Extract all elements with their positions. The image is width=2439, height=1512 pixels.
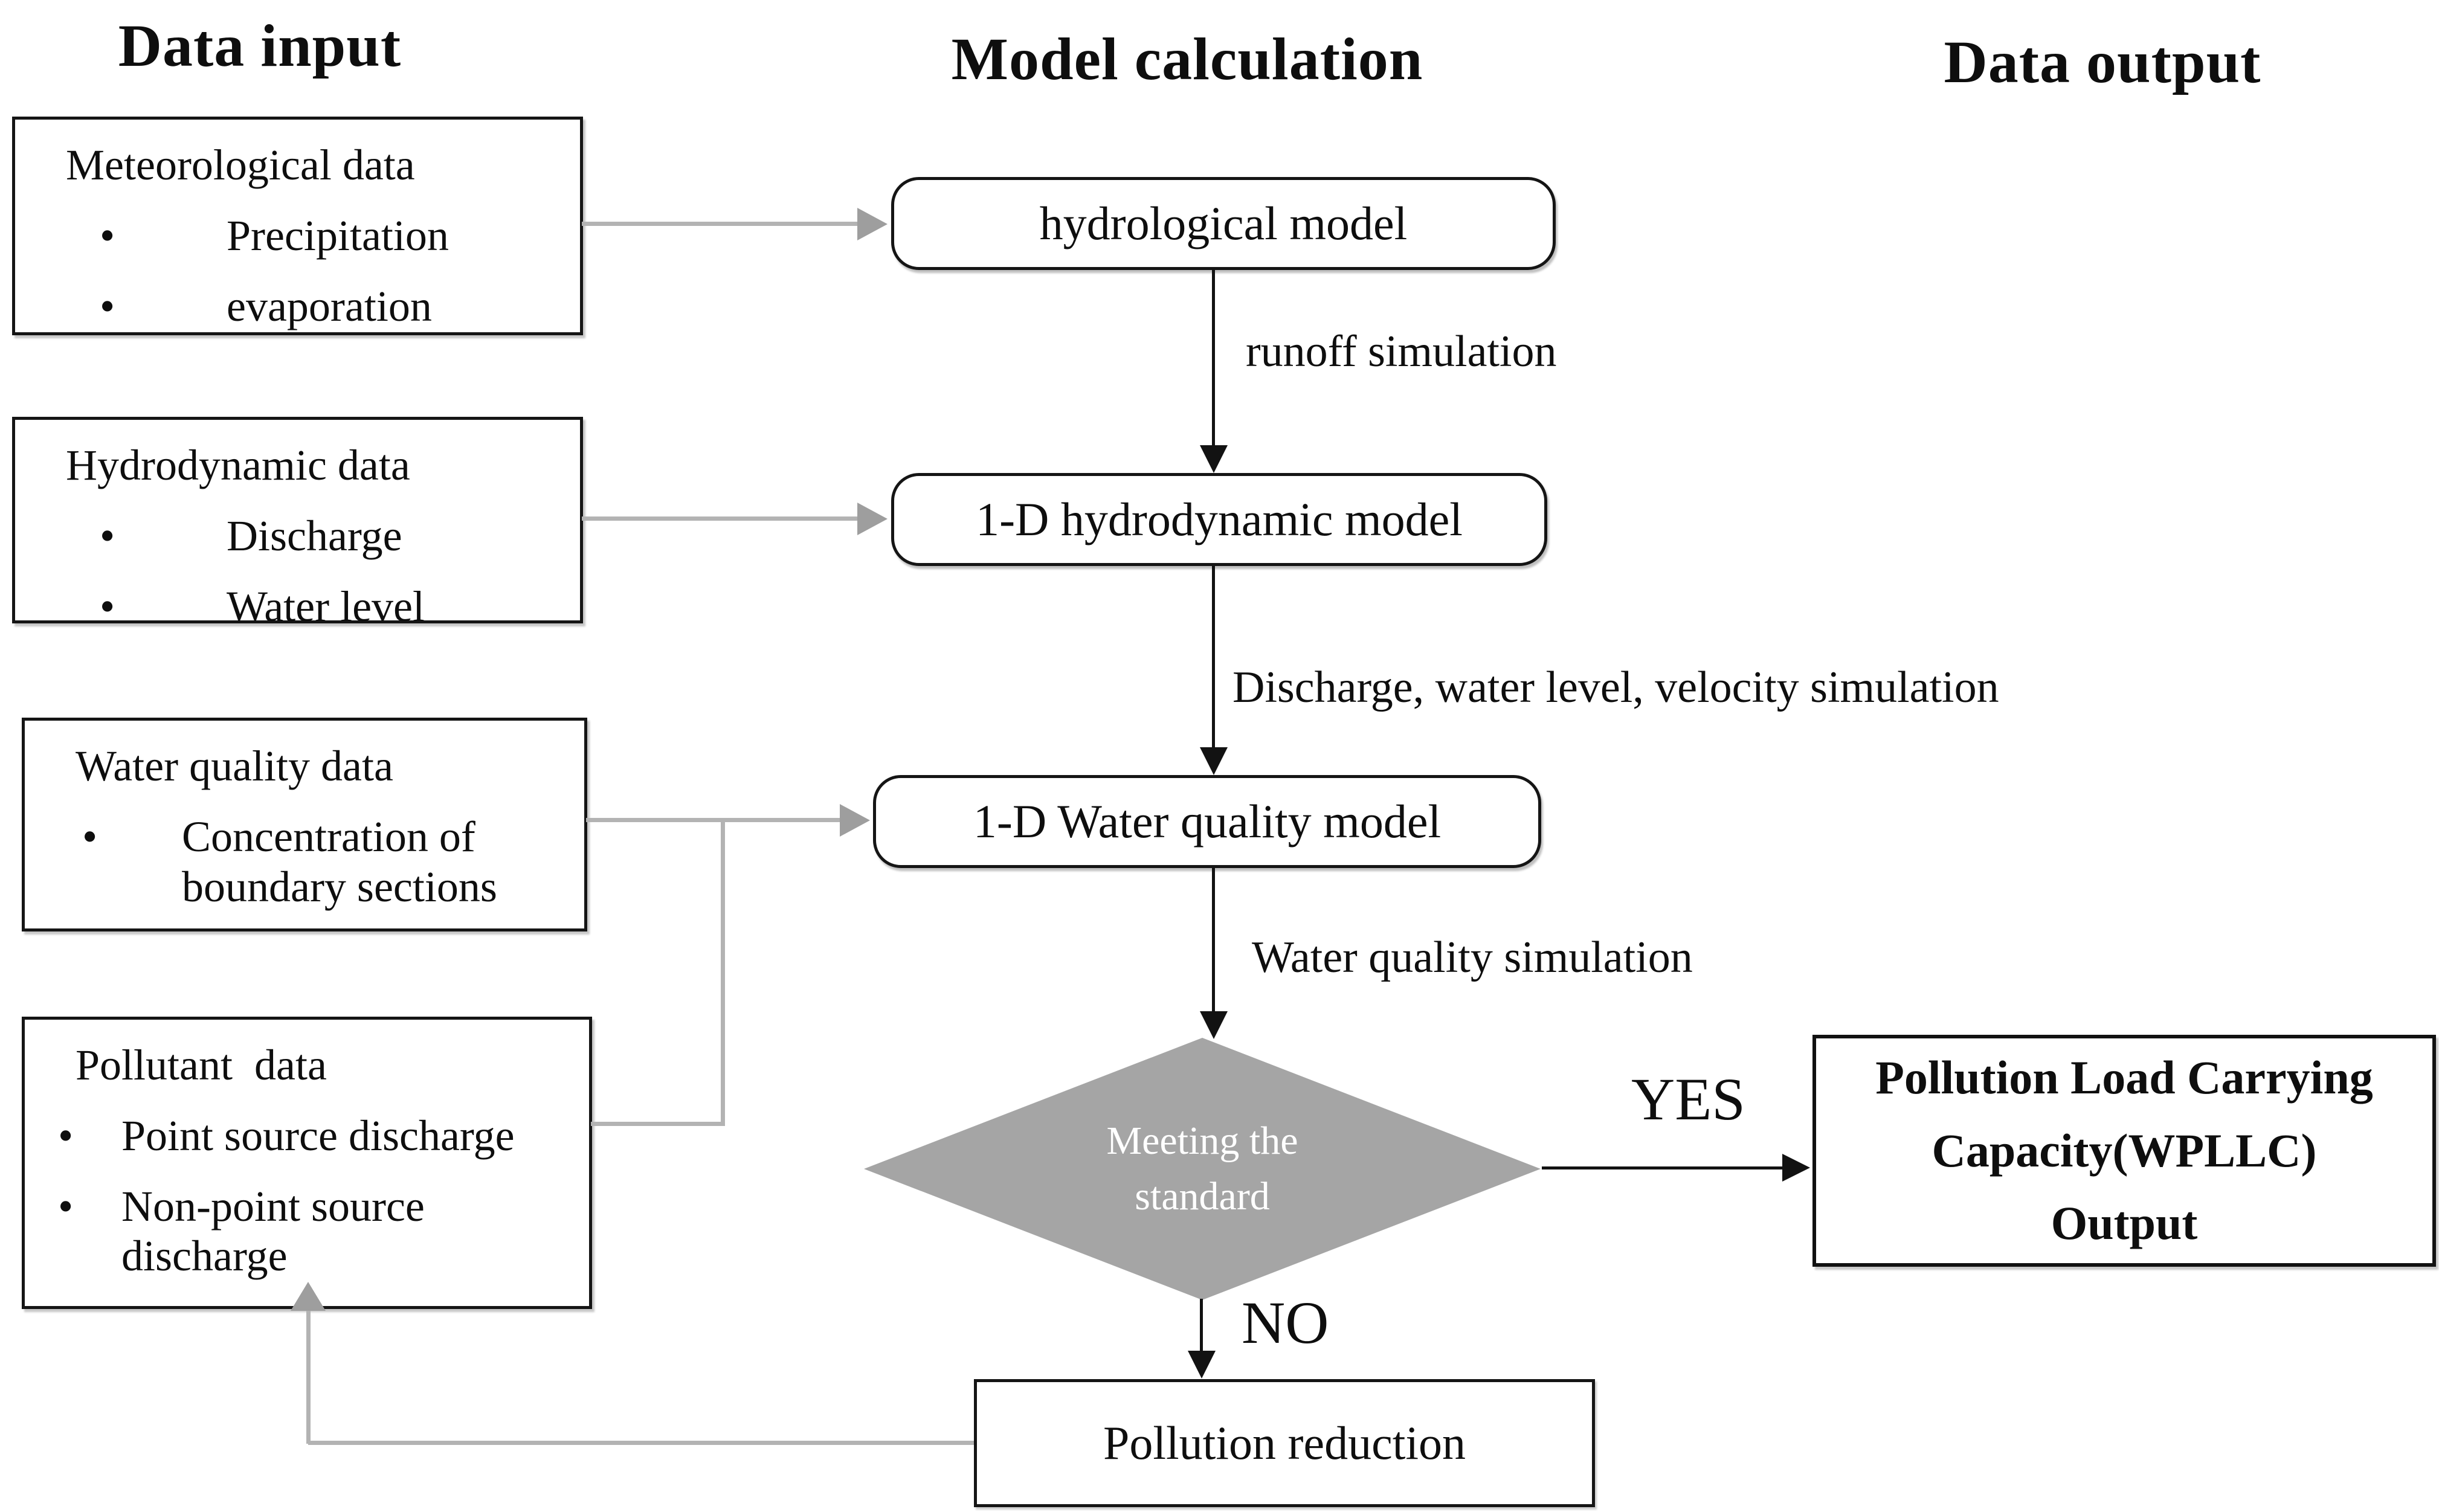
flow-line-hydrodynamic-to-waterquality bbox=[1212, 566, 1215, 748]
bullet-item: • Discharge bbox=[15, 511, 580, 561]
bullet-label: Point source discharge bbox=[121, 1111, 515, 1160]
bullet-label: Precipitation bbox=[227, 211, 449, 260]
gray-arrowhead-waterquality bbox=[840, 804, 870, 837]
arrowhead-down-reduction bbox=[1188, 1351, 1216, 1378]
bullet-label: Water level bbox=[227, 582, 425, 631]
box-title: Water quality data bbox=[76, 742, 393, 790]
bullet-item: • Precipitation bbox=[15, 211, 580, 261]
gray-connector-waterquality bbox=[586, 818, 841, 822]
header-model-calculation: Model calculation bbox=[951, 25, 1423, 92]
input-box-hydrodynamic: Hydrodynamic data • Discharge • Water le… bbox=[12, 417, 583, 631]
label-water-quality-simulation: Water quality simulation bbox=[1252, 933, 1693, 982]
bullet-dot: • bbox=[100, 582, 115, 631]
bullet-item: • evaporation bbox=[15, 281, 580, 332]
bullet-dot: • bbox=[100, 511, 115, 560]
bullet-item: • Point source discharge bbox=[25, 1111, 589, 1161]
arrowhead-down-decision bbox=[1200, 1011, 1228, 1039]
input-box-meteorological: Meteorological data • Precipitation • ev… bbox=[12, 117, 583, 335]
diamond-text-line2: standard bbox=[1135, 1174, 1270, 1218]
arrowhead-down-waterquality bbox=[1200, 747, 1228, 775]
gray-arrowhead-hydrological bbox=[857, 208, 888, 240]
flow-line-waterquality-to-decision bbox=[1212, 868, 1215, 1013]
bullet-dot: • bbox=[58, 1111, 74, 1160]
bullet-item: • Water level bbox=[15, 582, 580, 632]
bullet-dot: • bbox=[100, 211, 115, 260]
box-title: Pollutant data bbox=[76, 1041, 327, 1089]
bullet-dot: • bbox=[100, 281, 115, 330]
reduction-label: Pollution reduction bbox=[1103, 1417, 1466, 1469]
bullet-label: Concentration of boundary sections bbox=[182, 812, 497, 911]
bullet-label: Non-point source discharge bbox=[121, 1182, 425, 1281]
flow-line-no-branch bbox=[1200, 1299, 1203, 1353]
arrowhead-down-hydrodynamic bbox=[1200, 445, 1228, 473]
flow-line-hydrological-to-hydrodynamic bbox=[1212, 270, 1215, 446]
bullet-item: • Non-point source discharge bbox=[25, 1182, 589, 1282]
box-title: Meteorological data bbox=[66, 141, 415, 189]
decision-diamond-meeting-standard: Meeting the standard bbox=[864, 1038, 1541, 1300]
bullet-dot: • bbox=[58, 1182, 74, 1231]
flow-line-yes-branch bbox=[1542, 1166, 1785, 1169]
label-no: NO bbox=[1242, 1289, 1329, 1356]
gray-arrowhead-hydrodynamic bbox=[857, 503, 888, 535]
gray-connector-pollutant-horizontal bbox=[591, 1122, 723, 1126]
label-discharge-simulation: Discharge, water level, velocity simulat… bbox=[1232, 663, 1999, 712]
gray-connector-pollutant-vertical bbox=[721, 818, 725, 1126]
bullet-label: Discharge bbox=[227, 511, 402, 560]
bullet-item: • Concentration of boundary sections bbox=[25, 812, 584, 912]
gray-feedback-horizontal bbox=[308, 1441, 974, 1445]
output-line3: Output bbox=[2051, 1197, 2198, 1250]
process-box-water-quality-model: 1-D Water quality model bbox=[873, 775, 1541, 868]
pollution-reduction-box: Pollution reduction bbox=[974, 1379, 1595, 1507]
arrowhead-right-output bbox=[1782, 1154, 1810, 1182]
process-box-hydrodynamic-model: 1-D hydrodynamic model bbox=[891, 473, 1547, 566]
bullet-label: evaporation bbox=[227, 281, 432, 330]
input-box-water-quality: Water quality data • Concentration of bo… bbox=[22, 718, 587, 931]
output-line1: Pollution Load Carrying bbox=[1875, 1050, 2373, 1104]
output-box-wpllc: Pollution Load Carrying Capacity(WPLLC) … bbox=[1812, 1035, 2436, 1267]
diamond-text-line1: Meeting the bbox=[1106, 1118, 1298, 1163]
bullet-dot: • bbox=[82, 812, 98, 861]
header-data-input: Data input bbox=[118, 12, 402, 79]
gray-connector-hydrodynamic bbox=[582, 516, 859, 521]
input-box-pollutant: Pollutant data • Point source discharge … bbox=[22, 1017, 592, 1309]
label-yes: YES bbox=[1631, 1066, 1745, 1133]
box-title: Hydrodynamic data bbox=[66, 441, 410, 489]
output-line2: Capacity(WPLLC) bbox=[1932, 1124, 2317, 1177]
header-data-output: Data output bbox=[1944, 28, 2261, 95]
gray-arrowhead-up-pollutant bbox=[291, 1282, 326, 1311]
gray-connector-meteorological bbox=[582, 222, 859, 226]
gray-feedback-vertical bbox=[306, 1311, 311, 1444]
label-runoff-simulation: runoff simulation bbox=[1246, 327, 1557, 376]
process-box-hydrological-model: hydrological model bbox=[891, 177, 1556, 270]
